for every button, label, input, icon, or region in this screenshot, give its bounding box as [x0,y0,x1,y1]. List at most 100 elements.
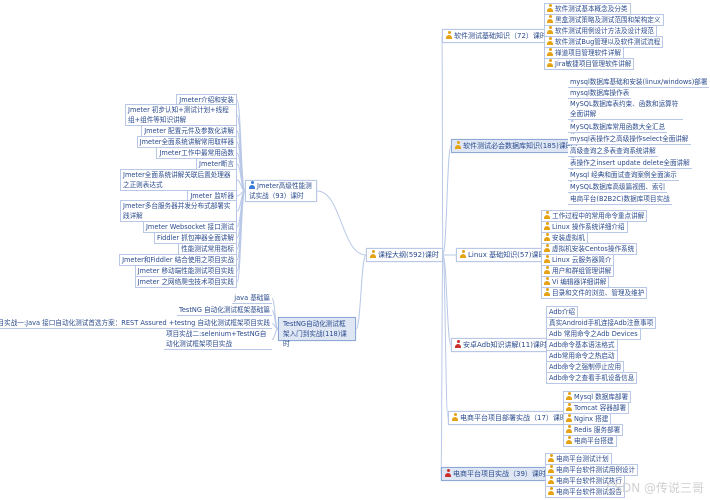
connector-line [442,254,452,346]
list-item[interactable]: MySQL数据库高级篇视图、索引 [568,182,668,193]
item-label: 电商平台软件测试执行 [556,477,622,485]
list-item[interactable]: Jmeter多台服务器并发分布式部署实践详解 [120,200,237,222]
item-label: 真实Android手机连接Adb注意事项 [549,319,654,327]
item-label: Jmeter介绍和安装 [179,96,234,104]
person-icon [547,4,553,12]
branch-software-testing-basics[interactable]: 软件测试基础知识（72）课时 [442,29,551,43]
person-icon [455,340,461,348]
branch-deploy[interactable]: 电商平台项目部署实战（17）课时 [448,411,571,425]
item-label: 项目实战二:selenium+TestNG自动化测试框架项目实战 [166,330,267,348]
list-item[interactable]: 电商平台软件测试报告 [545,486,625,498]
person-icon [547,59,553,67]
connector-line [316,190,367,256]
person-icon [544,222,550,230]
list-item[interactable]: 高级查询之多表查询系统讲解 [568,146,658,157]
item-label: MySQL数据库常用函数大全汇总 [570,123,666,131]
person-icon [452,413,458,421]
person-icon [548,487,554,495]
person-icon [548,465,554,473]
person-icon [566,414,572,422]
list-item[interactable]: Mysql 经典和面试查询案例全面演示 [568,170,679,181]
item-label: Jmeter工作中最常用函数 [159,149,234,157]
connector-line [440,254,444,475]
item-label: Jmeter 监听器 [190,192,234,200]
branch-label: 电商平台项目实战（39）课时 [453,470,546,478]
connector-line [441,35,444,256]
watermark: CSDN @传说三哥 [605,481,704,495]
item-label: 工作过程中的常用命令重点讲解 [552,212,645,220]
item-label: 性能测试常用指标 [181,245,234,253]
branch-adb[interactable]: 安卓Adb知识讲解(11)课时 [451,338,551,352]
connector-line [236,190,246,283]
item-label: 安装虚拟机 [552,234,585,242]
item-label: Jmeter Websocket 接口测试 [145,223,234,231]
person-icon [445,469,451,477]
branch-label: Jmeter高级性能测试实战（93）课时 [249,182,312,200]
list-item[interactable]: mysql表操作之高级操作select全面讲解 [568,134,691,145]
list-item[interactable]: 电商平台搭建 [563,435,617,447]
branch-linux[interactable]: Linux 基础知识(57)课时 [456,248,550,262]
person-icon [544,244,550,252]
item-label: java 基础篇 [234,294,270,302]
list-item[interactable]: MySQL数据库常用函数大全汇总 [568,122,668,133]
branch-database[interactable]: 软件测试必会数据库知识(185)课时 [451,139,577,153]
item-label: Mysql 数据库部署 [574,393,629,401]
person-icon [544,266,550,274]
list-item[interactable]: TestNG 自动化测试框架基础篇 [176,305,272,316]
list-item[interactable]: mysql数据库操作表 [568,88,632,99]
item-label: 虚拟机安装Centos操作系统 [552,245,635,253]
list-item[interactable]: 电商平台(B2B2C)数据库项目实战 [568,194,672,205]
connector-line [442,145,452,256]
list-item[interactable]: Jmeter全面系统讲解关联后置处理器之正则表达式 [120,169,237,191]
list-item[interactable]: Nginx 搭建 [563,413,612,425]
item-label: Jmeter 之网络爬虫技术项目实践 [137,278,234,286]
root-node[interactable]: 课程大纲(592)课时 [366,248,443,262]
list-item[interactable]: 目录和文件的浏览、管理及维护 [541,287,648,299]
person-icon [547,15,553,23]
item-label: 软件测试基本概念及分类 [555,5,628,13]
list-item[interactable]: 项目实战一:Java 接口自动化测试首选方案：REST Assured +tes… [0,318,272,329]
list-item[interactable]: Jmeter断言 [196,158,237,170]
person-icon [446,31,452,39]
list-item[interactable]: 电商平台测试计划 [545,453,612,465]
item-label: 项目实战一:Java 接口自动化测试首选方案：REST Assured +tes… [0,319,270,327]
branch-label: 电商平台项目部署实战（17）课时 [460,414,567,422]
item-label: mysql数据库基础和安装(linux/windows)部署 [570,78,708,86]
list-item[interactable]: mysql数据库基础和安装(linux/windows)部署 [568,77,710,88]
list-item[interactable]: Jmeter 之网络爬虫技术项目实践 [134,276,237,288]
item-label: 电商平台软件测试报告 [556,488,622,496]
list-item[interactable]: Jmeter 初步认知+测试计划+线程组+组件等知识讲解 [125,104,237,126]
item-label: 禅道项目管理软件详解 [555,49,621,57]
root-label: 课程大纲(592)课时 [378,251,439,259]
item-label: Jmeter 移动端性能测试项目实践 [137,267,234,275]
item-label: Adb介绍 [549,308,575,316]
person-icon [544,255,550,263]
item-label: Adb常用命令之热启动 [549,352,615,360]
list-item[interactable]: Adb命令之查看手机设备信息 [546,372,638,384]
item-label: Mysql 经典和面试查询案例全面演示 [570,171,677,179]
item-label: 电商平台测试计划 [556,455,609,463]
item-label: Linux 操作系统详细介绍 [552,223,625,231]
branch-ecommerce-project[interactable]: 电商平台项目实战（39）课时 [441,467,550,481]
item-label: MySQL数据库表约束、函数和运算符全面讲解 [570,100,679,118]
person-icon [566,403,572,411]
item-label: 电商平台(B2B2C)数据库项目实战 [570,195,670,203]
item-label: 用户和群组管理讲解 [552,267,612,275]
item-label: Jira敏捷项目管理软件讲解 [555,60,632,68]
list-item[interactable]: 项目实战二:selenium+TestNG自动化测试框架项目实战 [164,329,272,350]
branch-testng[interactable]: TestNG自动化测试框架入门到实战(118)课时 [278,317,356,348]
item-label: Jmeter 配置元件及参数化讲解 [144,127,234,135]
person-icon [249,181,255,189]
item-label: Adb 常用命令之Adb Devices [549,330,638,338]
list-item[interactable]: MySQL数据库表约束、函数和运算符全面讲解 [568,99,683,120]
item-label: Jmeter多台服务器并发分布式部署实践详解 [123,202,231,220]
list-item[interactable]: Tomcat 容器部署 [563,402,630,414]
item-label: mysql表操作之高级操作select全面讲解 [570,135,689,143]
item-label: Nginx 搭建 [574,415,609,423]
item-label: Jmeter断言 [199,160,234,168]
person-icon [544,277,550,285]
branch-jmeter[interactable]: Jmeter高级性能测试实战（93）课时 [245,180,317,202]
list-item[interactable]: java 基础篇 [232,293,272,304]
list-item[interactable]: 表操作之insert update delete全面讲解 [568,158,692,169]
list-item[interactable]: Jira敏捷项目管理软件讲解 [544,58,635,70]
